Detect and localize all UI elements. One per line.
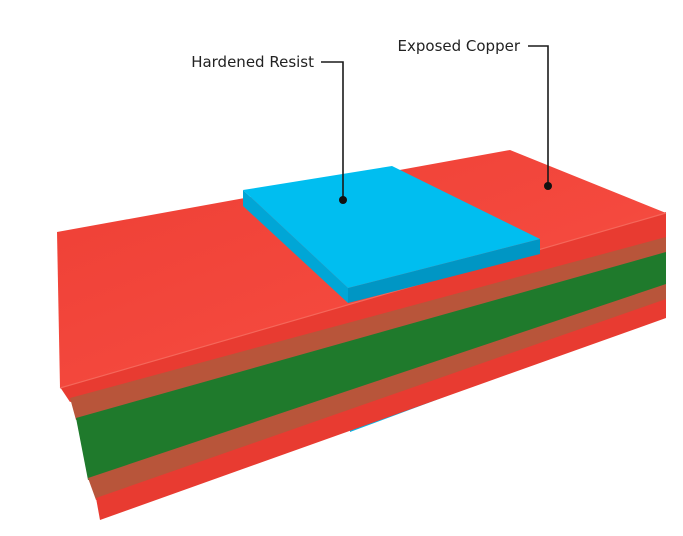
green-substrate-layer [76,252,666,480]
board-front-side [60,212,666,520]
hardened-resist-pointer-dot [339,196,347,204]
hardened-resist-label: Hardened Resist [191,53,314,71]
exposed-copper-label: Exposed Copper [398,37,521,55]
hardened-resist-leader [321,61,344,198]
resist-top-face [243,166,540,288]
hardened-resist-block [243,166,540,303]
callout-hardened-resist: Hardened Resist [191,53,347,204]
resist-front-side [348,239,540,303]
lower-prepreg-layer [88,284,666,500]
exposed-copper-leader [528,45,549,184]
callout-exposed-copper: Exposed Copper [398,37,552,190]
resist-left-side [243,190,348,303]
board-front-edge [59,212,667,389]
bottom-copper-layer [96,299,666,520]
exposed-copper-pointer-dot [544,182,552,190]
upper-prepreg-layer [70,237,666,420]
